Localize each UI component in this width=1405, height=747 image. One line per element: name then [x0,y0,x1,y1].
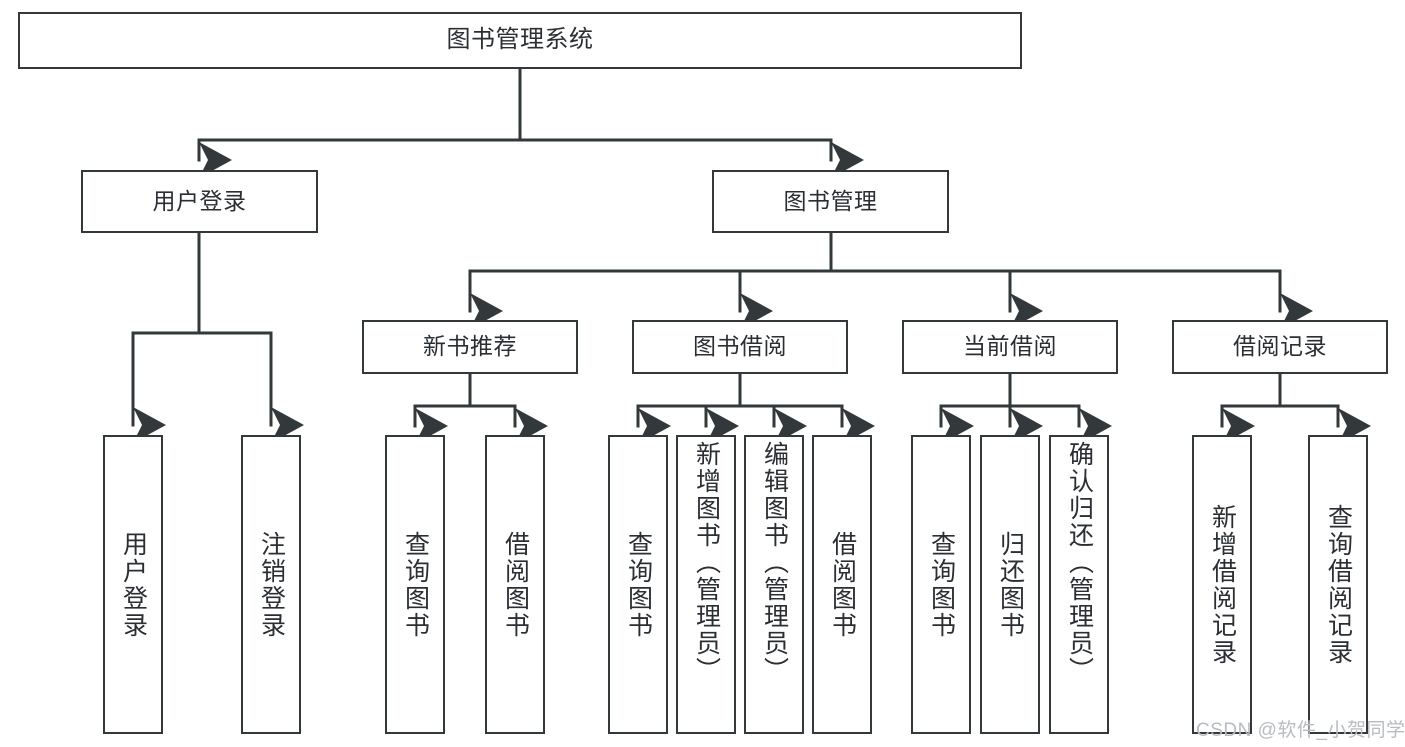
csdn-watermark: CSDN @软件_小贺同学 [1196,720,1405,741]
node-leaf-current-borrow-return[interactable]: 归还图书 [980,435,1040,734]
node-leaf-current-borrow-confirm[interactable]: 确认归还（管理员） [1049,435,1109,734]
node-current-borrow[interactable]: 当前借阅 [902,320,1118,374]
node-leaf-book-borrow-borrow[interactable]: 借阅图书 [812,435,872,734]
node-borrow-record[interactable]: 借阅记录 [1172,320,1388,374]
node-label: 借阅图书 [828,530,857,639]
node-label: 确认归还（管理员） [1065,441,1094,684]
node-label: 归还图书 [996,530,1025,639]
node-leaf-book-borrow-edit[interactable]: 编辑图书（管理员） [744,435,804,734]
node-label: 图书借阅 [693,333,787,360]
node-book-management-system[interactable]: 图书管理系统 [18,12,1022,69]
node-leaf-current-borrow-query[interactable]: 查询图书 [911,435,971,734]
node-label: 用户登录 [152,187,247,214]
node-label: 用户登录 [119,530,148,639]
node-label: 新书推荐 [423,333,517,360]
node-book-management[interactable]: 图书管理 [712,170,949,233]
node-leaf-user-login-signin[interactable]: 用户登录 [103,435,163,734]
node-label: 图书管理系统 [446,26,594,54]
node-leaf-user-login-signout[interactable]: 注销登录 [241,435,301,734]
node-label: 借阅记录 [1233,333,1327,360]
node-leaf-book-borrow-add[interactable]: 新增图书（管理员） [676,435,736,734]
node-user-login[interactable]: 用户登录 [81,170,318,233]
node-label: 查询图书 [624,530,653,639]
node-book-borrow[interactable]: 图书借阅 [632,320,848,374]
node-label: 当前借阅 [963,333,1057,360]
node-label: 查询借阅记录 [1324,503,1353,666]
node-label: 查询图书 [927,530,956,639]
node-label: 新增借阅记录 [1208,503,1237,666]
node-label: 图书管理 [783,187,878,214]
node-leaf-new-book-query[interactable]: 查询图书 [385,435,445,734]
node-leaf-new-book-borrow[interactable]: 借阅图书 [485,435,545,734]
node-new-book-recommend[interactable]: 新书推荐 [362,320,578,374]
node-leaf-borrow-record-add[interactable]: 新增借阅记录 [1192,435,1252,734]
node-label: 新增图书（管理员） [692,441,721,684]
node-label: 注销登录 [257,530,286,639]
node-label: 查询图书 [401,530,430,639]
node-leaf-borrow-record-query[interactable]: 查询借阅记录 [1308,435,1368,734]
node-label: 借阅图书 [501,530,530,639]
node-label: 编辑图书（管理员） [760,441,789,684]
node-leaf-book-borrow-query[interactable]: 查询图书 [608,435,668,734]
